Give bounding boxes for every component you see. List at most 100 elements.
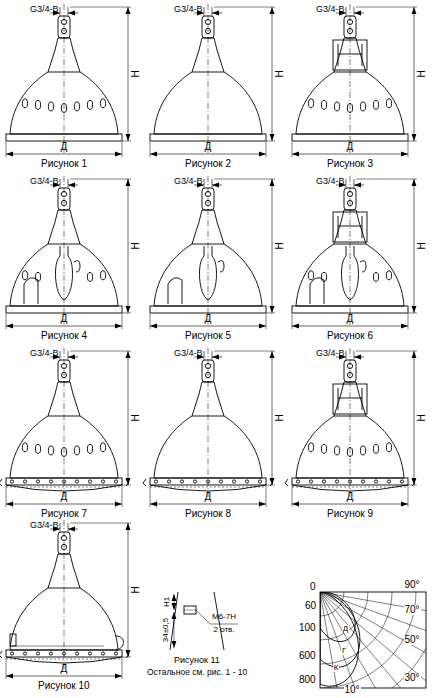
line-art xyxy=(214,7,275,8)
dimension-label: Н xyxy=(416,242,426,249)
center-line xyxy=(208,4,209,154)
center-line xyxy=(208,176,209,326)
vent-slot xyxy=(61,448,66,457)
line-art xyxy=(205,19,210,24)
drawing-label: Рисунок 9 xyxy=(327,509,373,519)
line-art xyxy=(60,523,61,532)
ballast-box xyxy=(333,384,367,414)
polar-frame xyxy=(320,592,426,688)
height-dimension xyxy=(128,179,129,313)
drawing-label: G3/4-B xyxy=(30,521,59,530)
line-art xyxy=(150,142,151,157)
mount-head xyxy=(202,16,214,38)
vent-slot xyxy=(74,446,79,455)
diameter-dimension xyxy=(292,154,408,155)
mount-head xyxy=(344,188,356,210)
lamp-neck xyxy=(48,38,80,72)
clip xyxy=(361,480,364,483)
drawing-label: G3/4-B xyxy=(30,349,59,358)
vent-slot xyxy=(321,444,326,453)
clip xyxy=(36,652,39,655)
line-art xyxy=(6,487,122,488)
line-art xyxy=(68,7,69,16)
line-art xyxy=(320,592,426,672)
line-art xyxy=(6,142,7,157)
clip xyxy=(309,480,312,483)
line-art xyxy=(205,200,210,205)
lamp-neck xyxy=(334,210,366,244)
line-art xyxy=(338,398,362,399)
line-art xyxy=(338,226,362,227)
drawing-label: 2 отв. xyxy=(214,626,235,634)
clip xyxy=(75,652,78,655)
line-art xyxy=(347,19,352,24)
drawing-label: 60 xyxy=(305,601,316,611)
vent-slot xyxy=(74,102,79,111)
drawing-label: Рисунок 11 xyxy=(174,656,220,665)
dimension-label: Н xyxy=(274,70,284,77)
line-art xyxy=(356,7,417,8)
diameter-dimension xyxy=(150,504,266,505)
vent-slot xyxy=(87,272,92,281)
drawing-label: Д xyxy=(205,492,212,502)
line-art xyxy=(320,592,426,620)
clip xyxy=(400,480,403,483)
lamp-neck xyxy=(192,210,224,244)
drawing-label: Д xyxy=(205,142,212,152)
line-art xyxy=(408,485,417,486)
drawing-label: 90° xyxy=(405,580,420,590)
line-art xyxy=(362,216,363,238)
drawing-label: 70° xyxy=(404,605,421,615)
mount-head xyxy=(58,188,70,210)
dimension-label: Н xyxy=(274,414,284,421)
glass-cover xyxy=(292,485,408,491)
reflector-dome xyxy=(154,244,262,306)
drawing-label: 30° xyxy=(404,673,421,683)
center-line xyxy=(64,348,65,498)
drawing-label: Д xyxy=(61,314,68,324)
glass-cover xyxy=(6,657,122,663)
drawing-label: Г xyxy=(341,647,347,655)
leader-line xyxy=(196,610,210,624)
line-art xyxy=(214,179,275,180)
reflector-rim xyxy=(6,478,122,485)
mount-head xyxy=(58,360,70,382)
line-art xyxy=(338,44,339,66)
vent-slot xyxy=(35,444,40,453)
drawing-label: Рисунок 1 xyxy=(41,159,87,169)
line-art xyxy=(347,372,352,377)
lamp-bulb xyxy=(341,246,358,300)
vent-slot xyxy=(360,102,365,111)
lamp-neck xyxy=(192,382,224,416)
vent-slot xyxy=(48,446,53,455)
drawing-label: G3/4-B xyxy=(316,5,345,14)
thread-dimension xyxy=(68,185,78,186)
height-dimension xyxy=(128,7,129,141)
height-dimension xyxy=(128,523,129,657)
vent-slot xyxy=(373,444,378,453)
clip xyxy=(114,480,117,483)
vent-slot xyxy=(360,446,365,455)
drawing-label: 600 xyxy=(299,651,316,661)
reflector-dome xyxy=(10,244,118,306)
clip xyxy=(258,480,261,483)
line-art xyxy=(61,191,66,196)
drawing-label: Д xyxy=(205,314,212,324)
dimension-label: Н xyxy=(416,70,426,77)
lamp-neck xyxy=(48,382,80,416)
clip xyxy=(114,652,117,655)
line-art xyxy=(346,351,347,360)
dimension-label: Н xyxy=(130,242,140,249)
line-art xyxy=(205,363,210,368)
diameter-dimension xyxy=(6,154,122,155)
drawing-label: Рисунок 6 xyxy=(327,331,373,341)
drawing-label: G3/4-B xyxy=(316,177,345,186)
clip xyxy=(101,652,104,655)
vent-slot xyxy=(22,443,27,452)
lamp-bracket xyxy=(24,278,38,304)
line-art xyxy=(61,19,66,24)
line-art xyxy=(205,28,210,33)
drawing-label: Д xyxy=(342,625,349,633)
clip xyxy=(62,480,65,483)
line-art xyxy=(205,372,210,377)
